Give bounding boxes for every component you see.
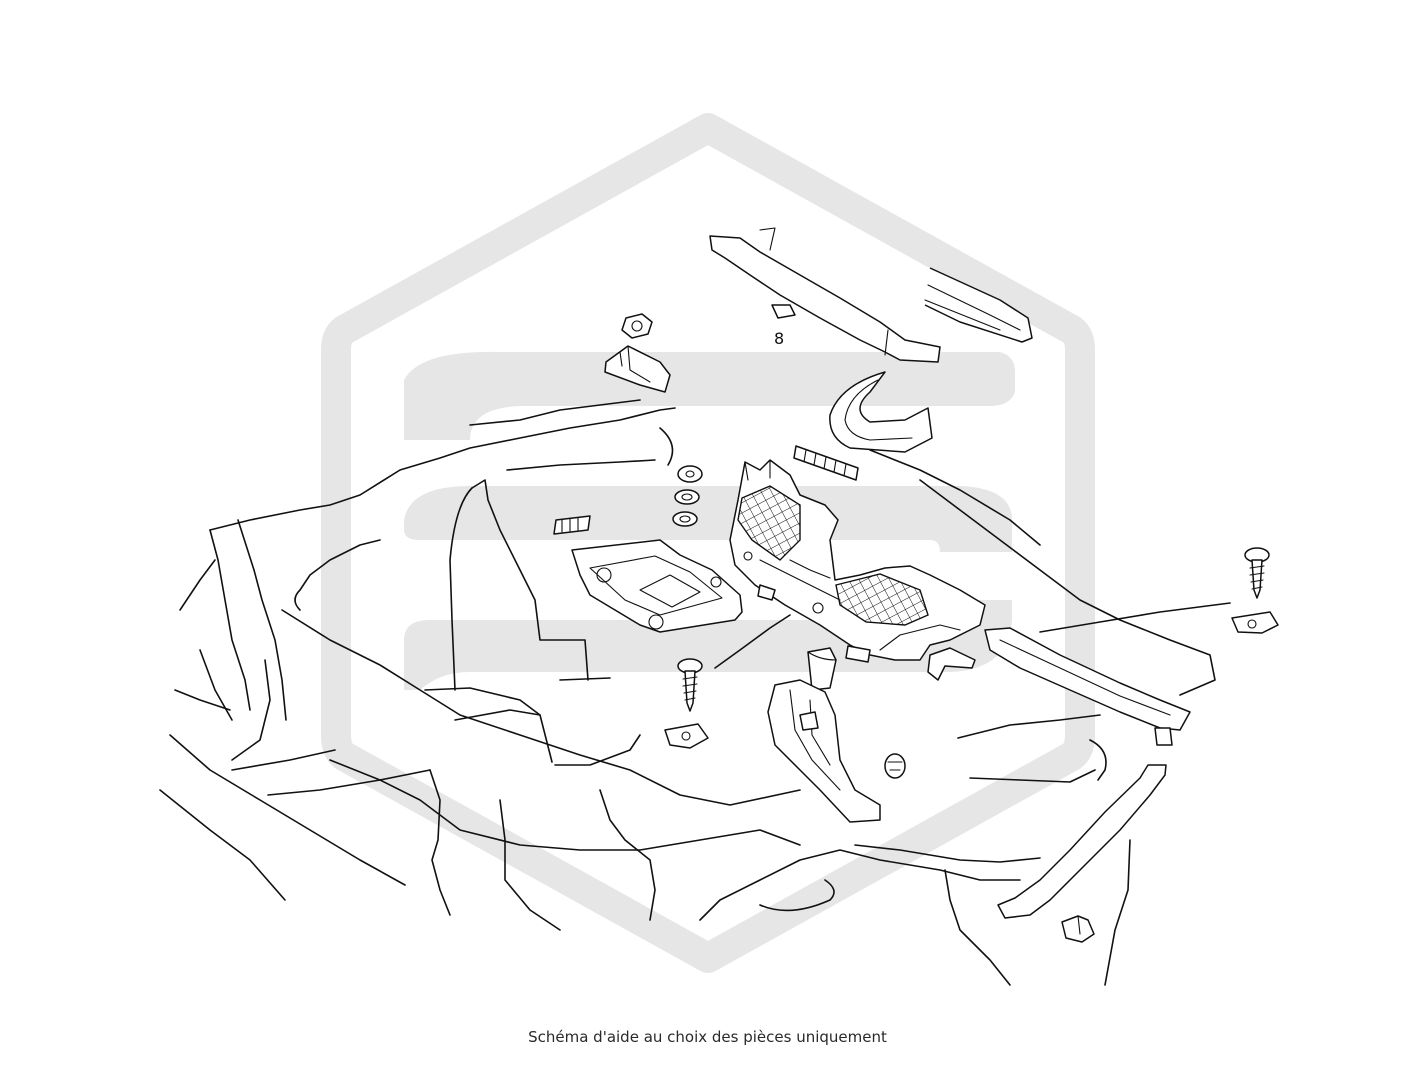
trim-clip-left [553,515,591,535]
mounting-base-plate [571,539,743,633]
cowl-plenum-panel [729,459,986,663]
cowl-seal-strip-upper [709,227,941,363]
watermark-logo [321,113,1095,973]
drain-channel-panel [767,679,881,823]
cowl-seal-strip-right [924,267,1033,343]
retaining-clip-small: 8 [771,304,796,348]
clip-number-label: 8 [774,329,784,348]
windshield-cowl-seal [984,627,1191,746]
hose-clip [1061,915,1095,943]
drain-hose [997,764,1167,919]
hex-nut-top [621,313,653,339]
self-tapping-screw-right [1244,547,1270,599]
arched-trim-cover [829,371,933,453]
push-clip [884,753,906,779]
mounting-bracket-left [604,345,671,393]
clip-nut-center [664,723,709,749]
clip-nut-right [1231,611,1279,634]
car-body-outline [159,407,1231,986]
inner-fender-panel [424,399,791,766]
small-grille-clip [793,445,859,481]
self-tapping-screw-center [677,658,703,712]
rubber-stopper [807,647,837,691]
nut-and-washers-stack [672,465,703,527]
diagram-caption: Schéma d'aide au choix des pièces unique… [528,1028,887,1046]
small-bracket-right [927,647,976,681]
